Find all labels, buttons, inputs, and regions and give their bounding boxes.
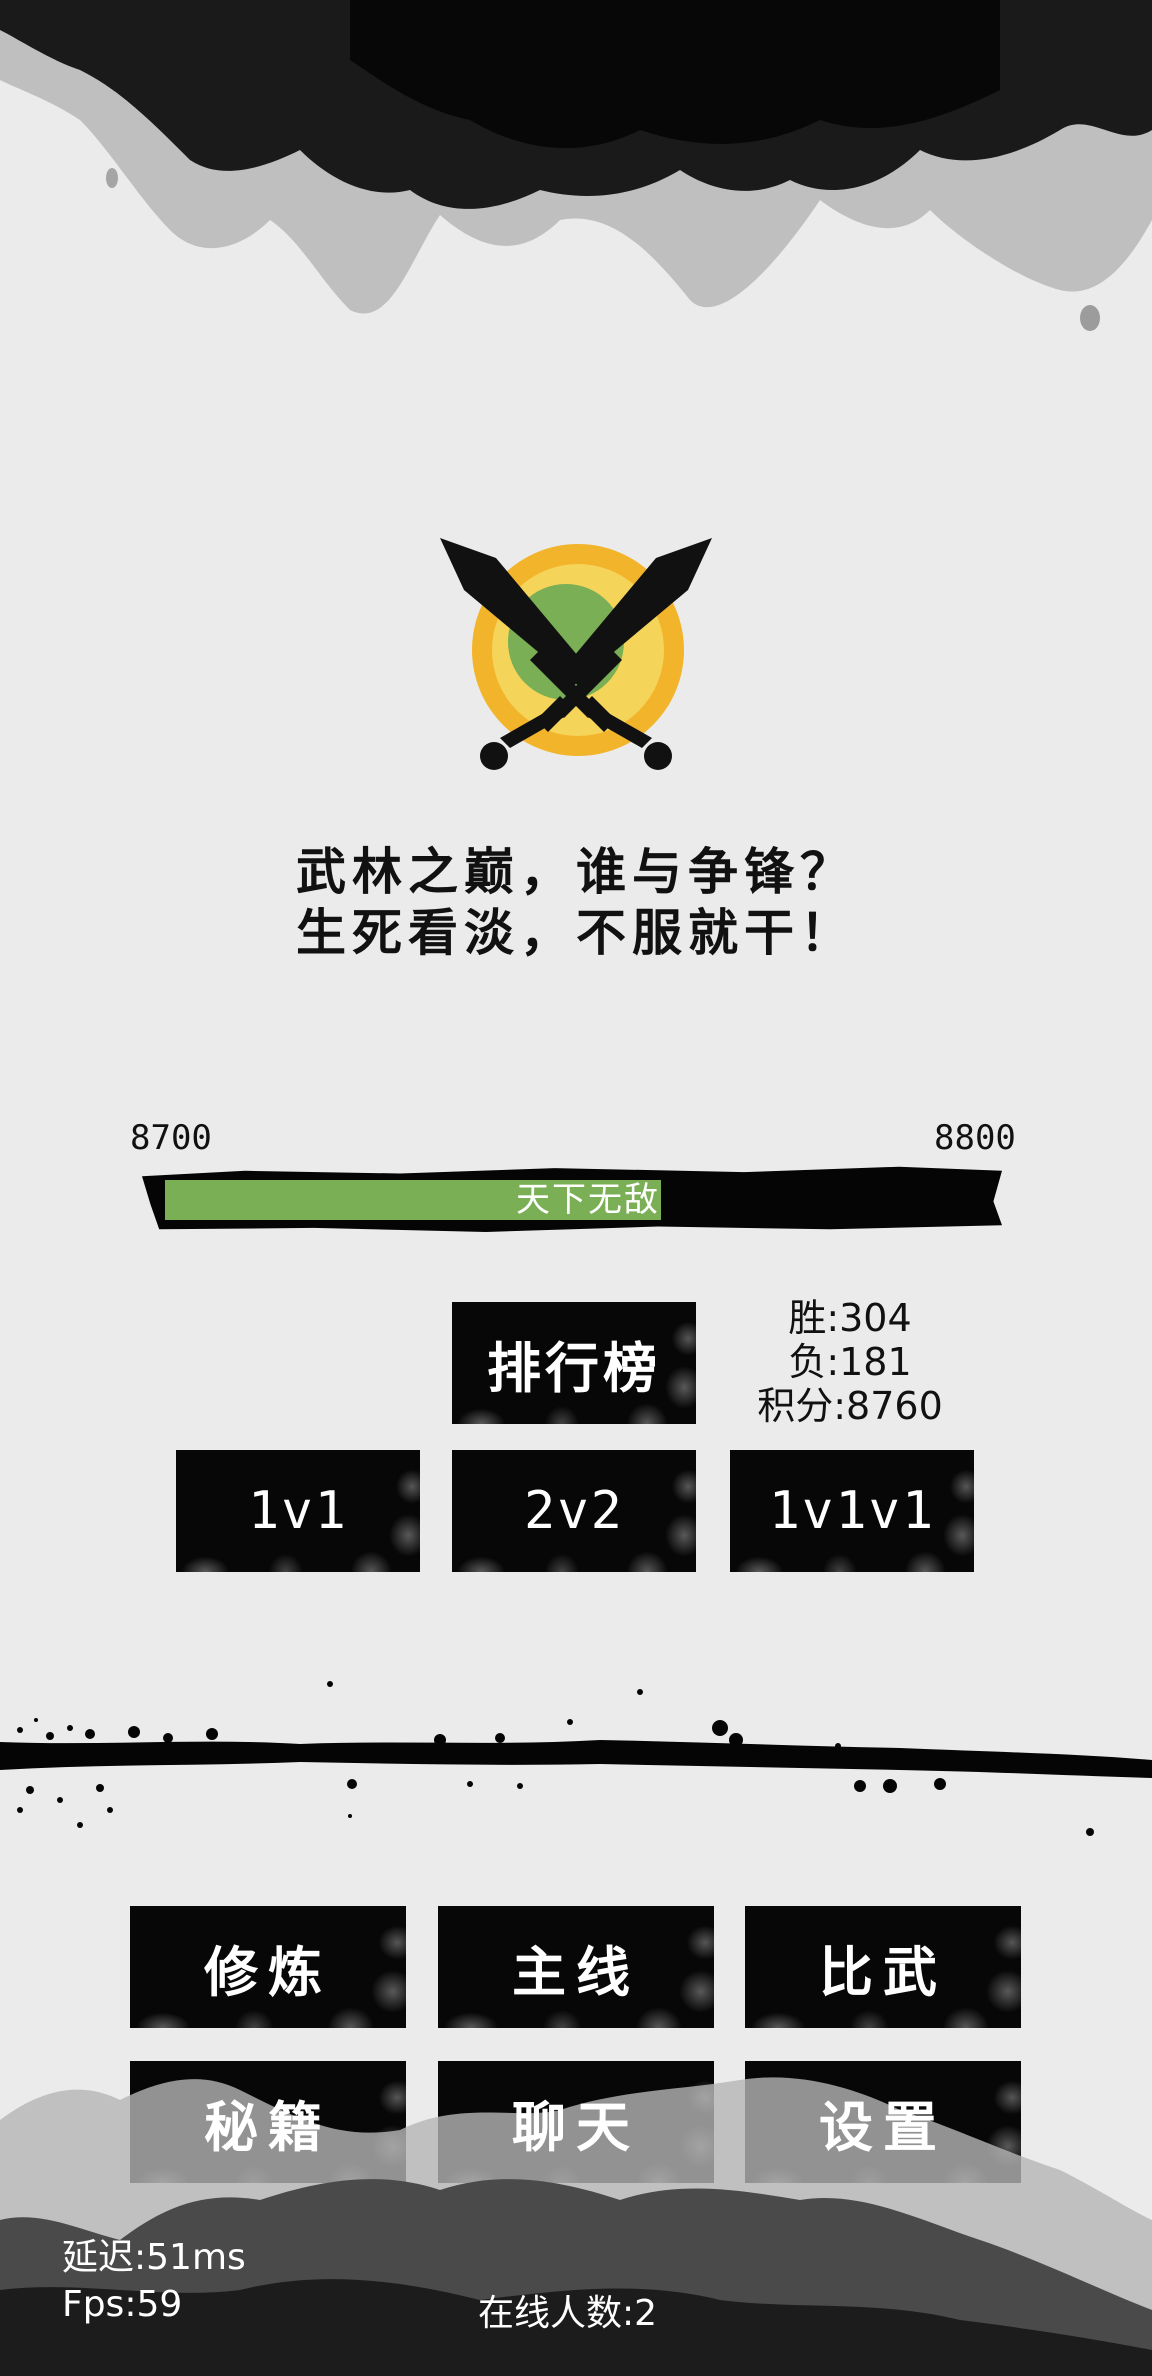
menu-settings-label: 设置	[819, 2095, 947, 2159]
fps-indicator: Fps:59	[62, 2284, 183, 2325]
mode-2v2-button[interactable]: 2v2	[452, 1450, 696, 1572]
wins-count: 胜:304	[788, 1296, 912, 1340]
ink-wash-top-decoration	[0, 0, 1152, 331]
menu-duel-button[interactable]: 比武	[745, 1906, 1021, 2028]
player-stats: 胜:304 负:181 积分:8760	[740, 1296, 960, 1428]
losses-count: 负:181	[788, 1340, 912, 1384]
leaderboard-button-label: 排行榜	[487, 1336, 661, 1400]
menu-secret-manuals-button[interactable]: 秘籍	[130, 2061, 406, 2183]
menu-chat-button[interactable]: 聊天	[438, 2061, 714, 2183]
menu-secret-manuals-label: 秘籍	[204, 2095, 332, 2159]
crossed-swords-icon	[440, 538, 712, 770]
score-value: 积分:8760	[757, 1384, 943, 1428]
menu-main-story-button[interactable]: 主线	[438, 1906, 714, 2028]
online-players-count: 在线人数:2	[478, 2293, 658, 2334]
rank-progress-fill	[165, 1180, 661, 1220]
ink-brush-divider	[0, 1681, 1152, 1836]
menu-cultivate-button[interactable]: 修炼	[130, 1906, 406, 2028]
mode-1v1v1-button[interactable]: 1v1v1	[730, 1450, 974, 1572]
rank-title: 天下无敌	[516, 1180, 660, 1220]
mode-2v2-label: 2v2	[524, 1481, 624, 1541]
rank-min-score: 8700	[130, 1118, 212, 1158]
rank-max-score: 8800	[934, 1118, 1016, 1158]
mode-1v1-button[interactable]: 1v1	[176, 1450, 420, 1572]
menu-main-story-label: 主线	[512, 1940, 640, 2004]
slogan-line-2: 生死看淡，不服就干！	[296, 904, 856, 962]
slogan-line-1: 武林之巅，谁与争锋？	[296, 843, 856, 901]
leaderboard-button[interactable]: 排行榜	[452, 1302, 696, 1424]
menu-settings-button[interactable]: 设置	[745, 2061, 1021, 2183]
menu-duel-label: 比武	[819, 1940, 947, 2004]
menu-chat-label: 聊天	[512, 2095, 640, 2159]
mode-1v1-label: 1v1	[248, 1481, 348, 1541]
rank-title-wrap: 天下无敌	[165, 1180, 660, 1220]
menu-cultivate-label: 修炼	[204, 1940, 332, 2004]
mode-1v1v1-label: 1v1v1	[768, 1481, 936, 1541]
rank-progress-bar	[165, 1180, 991, 1220]
latency-indicator: 延迟:51ms	[62, 2237, 246, 2278]
